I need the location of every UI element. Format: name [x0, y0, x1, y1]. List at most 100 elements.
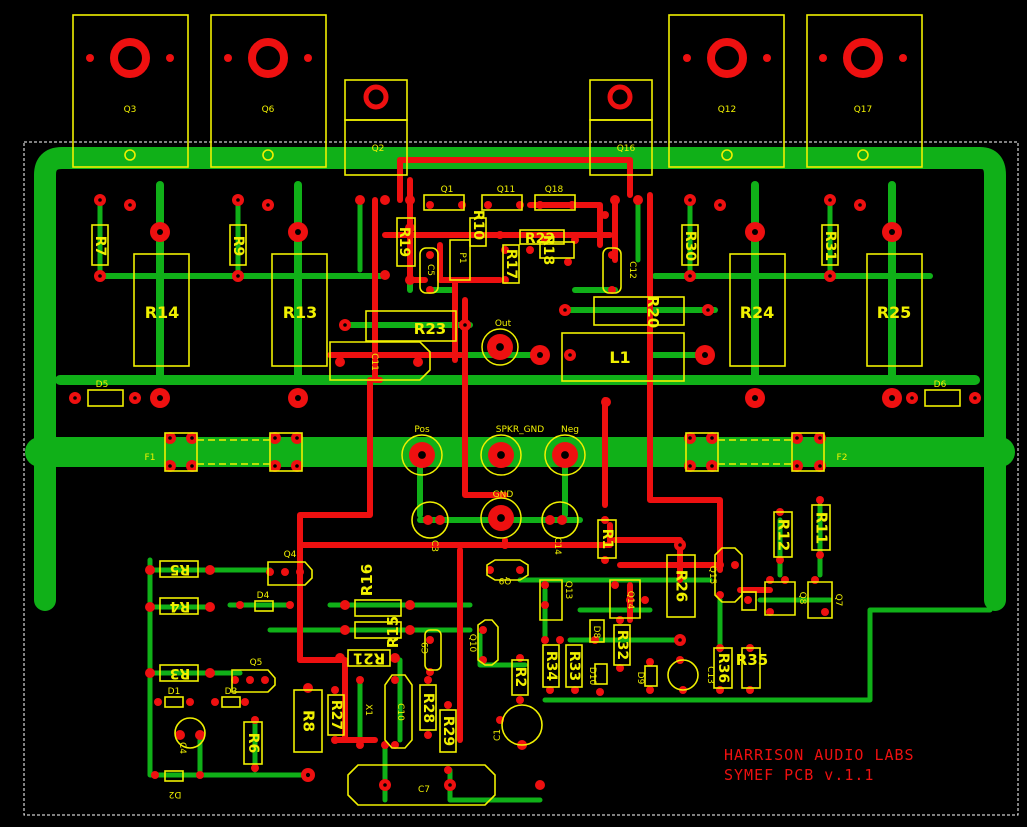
label-neg: Neg	[561, 425, 579, 435]
label-d8: D8	[591, 626, 601, 639]
solder-pad	[611, 581, 619, 589]
solder-pad	[426, 201, 434, 209]
label-c3: C3	[429, 540, 439, 552]
pad-hole	[343, 323, 347, 327]
label-c13: C13	[705, 666, 715, 684]
board-outline	[23, 141, 1019, 816]
solder-pad	[196, 771, 204, 779]
label-r17: R17	[503, 249, 519, 279]
label-c11: C11	[369, 353, 379, 371]
pad-hole	[295, 436, 299, 440]
label-r31: R31	[822, 231, 838, 261]
pad-hole	[688, 464, 692, 468]
pad-hole	[795, 436, 799, 440]
pad-hole	[688, 436, 692, 440]
pad-hole	[752, 395, 758, 401]
transistor-q17: Q17	[806, 14, 923, 168]
label-r24: R24	[740, 303, 775, 322]
solder-pad	[281, 568, 289, 576]
pad-hole	[190, 464, 194, 468]
solder-pad	[608, 251, 616, 259]
solder-pad	[479, 626, 487, 634]
solder-pad	[541, 636, 549, 644]
pad-hole	[98, 198, 102, 202]
label-r2: R2	[512, 667, 528, 688]
label-r3: R3	[170, 665, 191, 681]
label-spkr-gnd: SPKR_GND	[496, 425, 545, 435]
pad-hole	[818, 464, 822, 468]
label-q8: Q8	[797, 592, 807, 605]
label-r35: R35	[736, 651, 768, 669]
transistor-q16: Q16	[589, 79, 653, 176]
label-r11: R11	[813, 512, 831, 544]
label-r19: R19	[396, 227, 412, 257]
solder-pad	[405, 223, 415, 233]
solder-pad	[424, 731, 432, 739]
solder-pad	[296, 568, 304, 576]
label-q18: Q18	[545, 185, 564, 195]
label-r9: R9	[230, 236, 246, 257]
transistor-q3: Q3	[72, 14, 189, 168]
label-r27: R27	[328, 700, 344, 730]
label-out: Out	[495, 319, 512, 329]
label-r30: R30	[682, 231, 698, 262]
solder-pad	[380, 270, 390, 280]
solder-pad	[340, 625, 350, 635]
pad-hole	[678, 543, 682, 547]
solder-pad	[246, 676, 254, 684]
resistor-r24: R24	[729, 253, 786, 367]
solder-pad	[776, 556, 784, 564]
solder-pad	[423, 515, 433, 525]
label-d9: D9	[635, 672, 645, 685]
solder-pad	[151, 771, 159, 779]
solder-pad	[536, 201, 544, 209]
solder-pad	[405, 600, 415, 610]
label-r28: R28	[420, 693, 436, 723]
label-d5: D5	[96, 380, 109, 390]
label-c1: C1	[493, 729, 503, 741]
solder-pad	[231, 676, 239, 684]
pad-hole	[563, 308, 567, 312]
pad-hole	[295, 229, 301, 235]
solder-pad	[356, 741, 364, 749]
pad-hole	[295, 464, 299, 468]
solder-pad	[424, 676, 432, 684]
pad-hole	[497, 451, 505, 459]
solder-pad	[391, 676, 399, 684]
label-d3: D3	[225, 687, 238, 697]
solder-pad	[535, 780, 545, 790]
solder-pad	[608, 286, 616, 294]
label-r12: R12	[775, 519, 793, 551]
label-pos: Pos	[414, 425, 430, 435]
solder-pad	[541, 601, 549, 609]
pad-hole	[818, 436, 822, 440]
solder-pad	[564, 258, 572, 266]
solder-pad	[251, 764, 259, 772]
label-q15: Q15	[707, 566, 717, 585]
label-x1: X1	[363, 704, 373, 716]
label-c4: C4	[177, 742, 187, 754]
pad-hole	[828, 274, 832, 278]
pad-hole	[973, 396, 977, 400]
label-r18: R18	[540, 235, 556, 265]
label-c9: C9	[421, 642, 431, 654]
solder-pad	[541, 581, 549, 589]
label-r8: R8	[300, 710, 318, 732]
label-d6: D6	[934, 380, 947, 390]
solder-pad	[145, 668, 155, 678]
top-copper	[297, 157, 773, 743]
pad-hole	[858, 203, 862, 207]
label-q17: Q17	[854, 105, 873, 115]
label-c14: C14	[552, 537, 562, 555]
pad-hole	[273, 464, 277, 468]
solder-pad	[405, 625, 415, 635]
label-r25: R25	[877, 303, 912, 322]
transistor-q2: Q2	[344, 79, 408, 176]
solder-pad	[821, 608, 829, 616]
pad-hole	[190, 436, 194, 440]
solder-pad	[646, 686, 654, 694]
pad-hole	[133, 396, 137, 400]
resistor-r14: R14	[133, 253, 190, 367]
solder-pad	[641, 596, 649, 604]
solder-pad	[601, 211, 609, 219]
